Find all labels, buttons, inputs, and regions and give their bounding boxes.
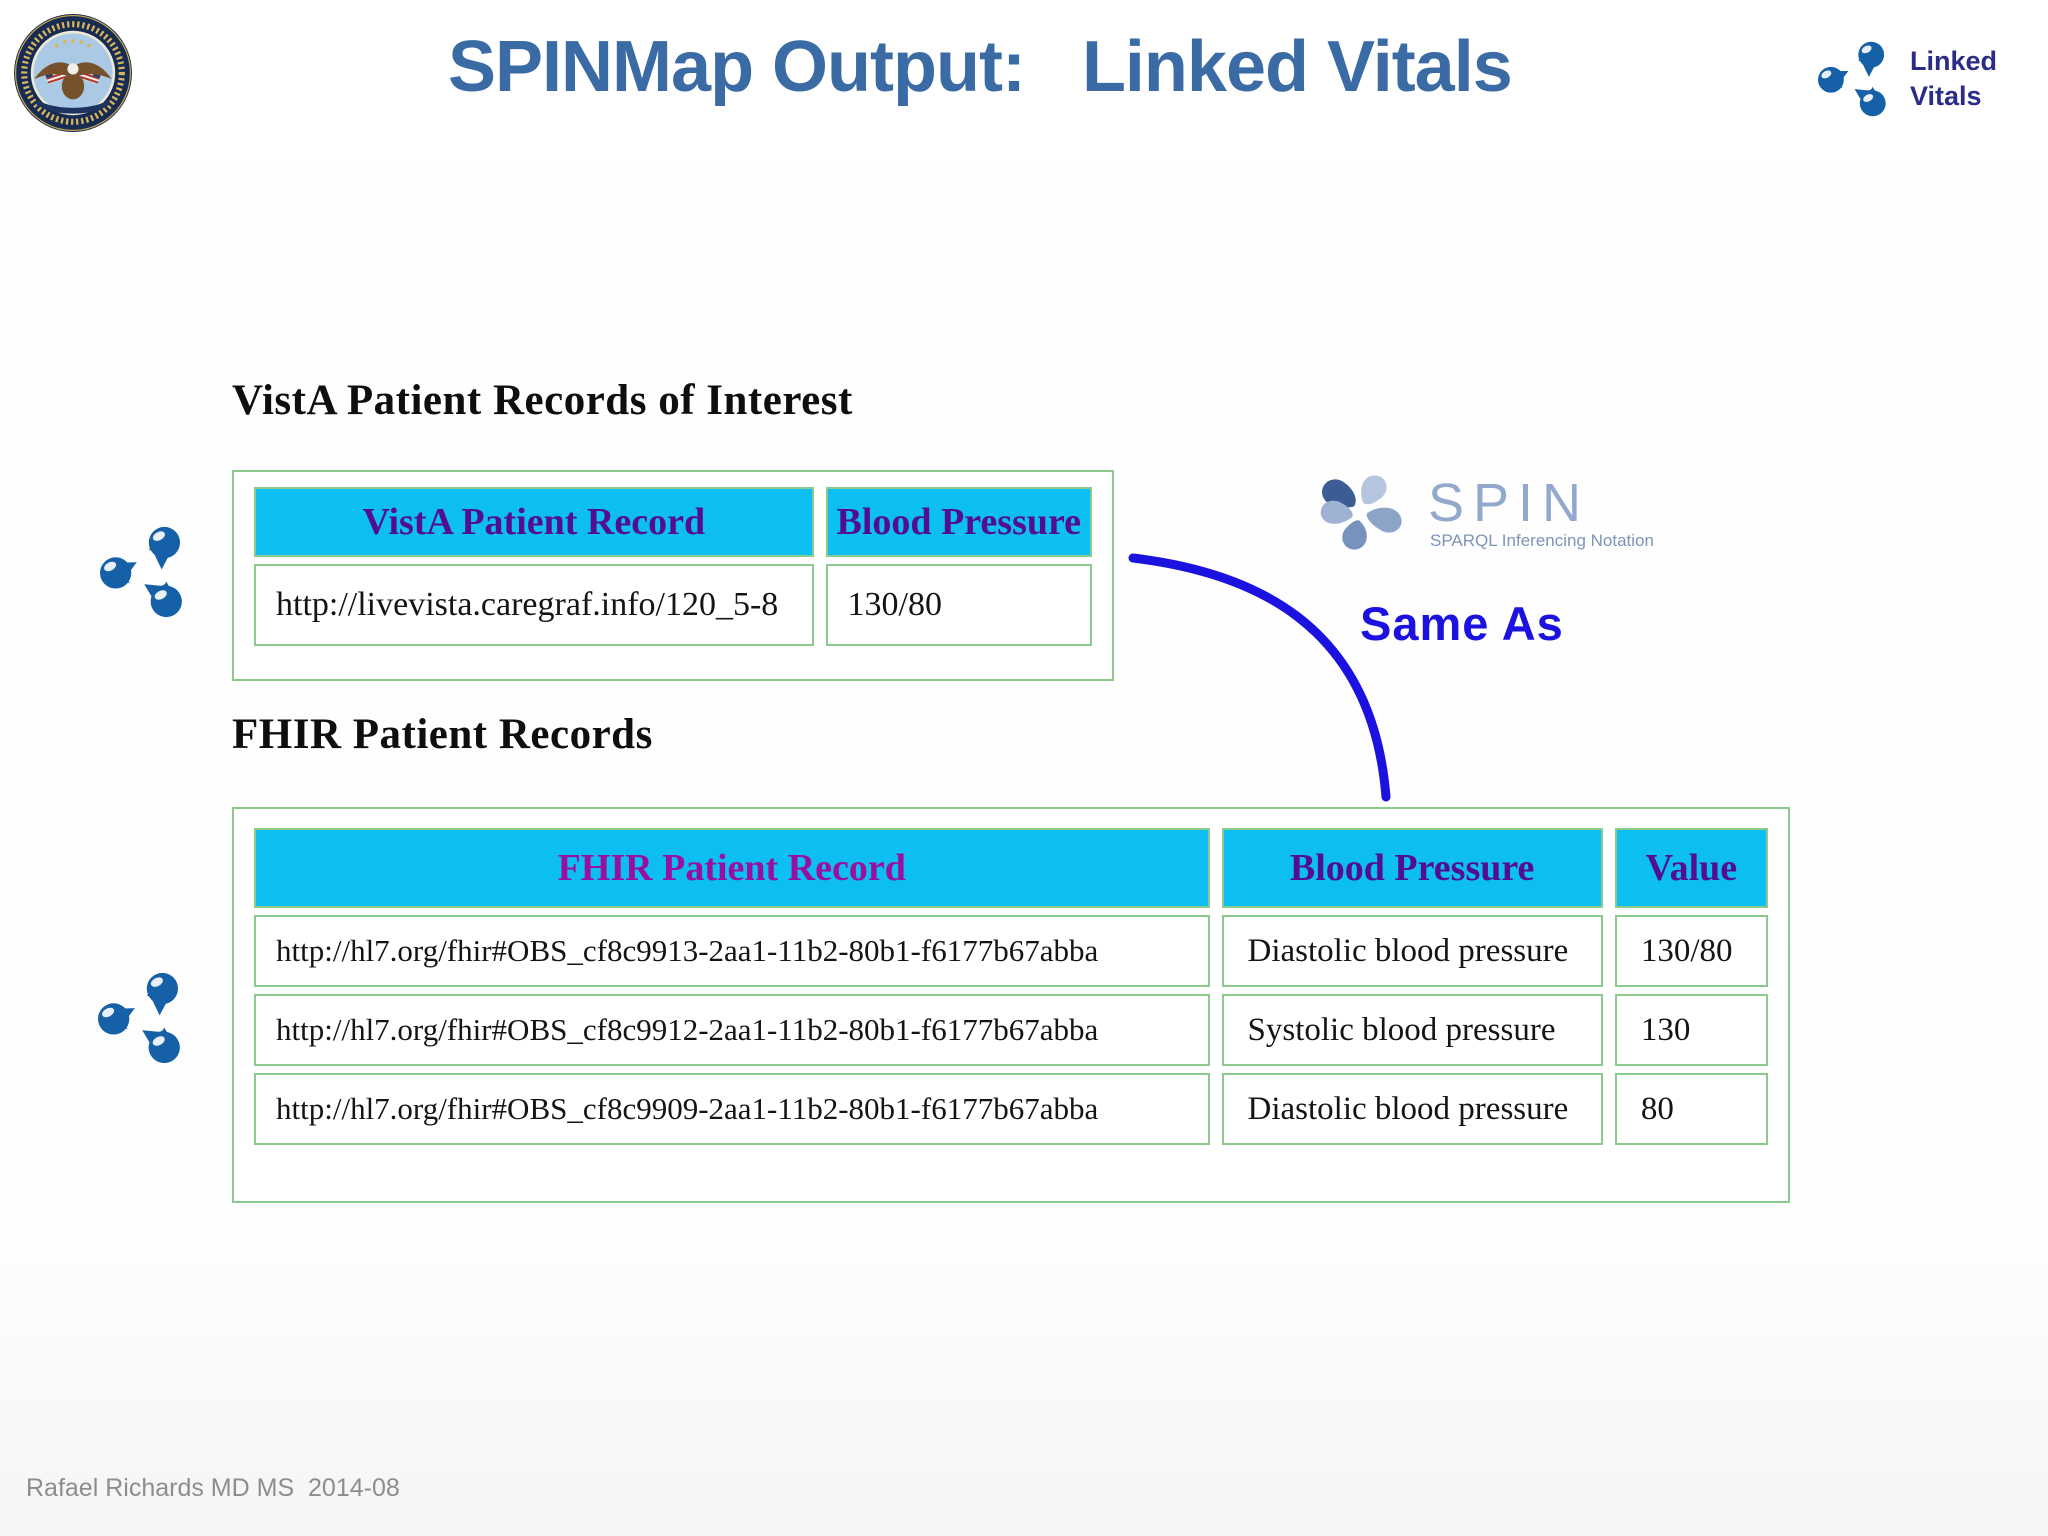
table-row: http://hl7.org/fhir#OBS_cf8c9913-2aa1-11… [254,915,1768,987]
va-seal-icon [14,14,132,132]
corner-logo-label-line1: Linked [1910,46,1998,76]
spin-wordmark: SPIN [1428,473,1591,533]
table-cell: 130 [1614,994,1768,1066]
table-cell: Diastolic blood pressure [1221,1073,1603,1145]
same-as-label: Same As [1360,597,1564,650]
linked-data-molecule-icon [98,972,180,1064]
footer-credit: Rafael Richards MD MS 2014-08 [26,1474,400,1502]
table-cell: 130/80 [825,564,1092,646]
column-header: Value [1614,828,1768,908]
column-header: FHIR Patient Record [254,828,1210,908]
table-cell: http://livevista.caregraf.info/120_5-8 [254,564,814,646]
vista-section-heading: VistA Patient Records of Interest [232,377,853,424]
table-cell: Diastolic blood pressure [1221,915,1603,987]
column-header: VistA Patient Record [254,487,814,557]
table-cell: 130/80 [1614,915,1768,987]
spin-subtitle: SPARQL Inferencing Notation [1430,531,1654,550]
table-row: http://hl7.org/fhir#OBS_cf8c9912-2aa1-11… [254,994,1768,1066]
table-cell: Systolic blood pressure [1221,994,1603,1066]
linked-data-molecule-icon [100,526,182,618]
column-header: Blood Pressure [1221,828,1603,908]
page-title: SPINMap Output: Linked Vitals [448,27,1513,107]
corner-logo-label-line2: Vitals [1910,81,1982,112]
spin-flower-icon [1320,475,1402,550]
table-cell: http://hl7.org/fhir#OBS_cf8c9909-2aa1-11… [254,1073,1210,1145]
table-cell: http://hl7.org/fhir#OBS_cf8c9912-2aa1-11… [254,994,1210,1066]
table-cell: http://hl7.org/fhir#OBS_cf8c9913-2aa1-11… [254,915,1210,987]
linked-data-molecule-icon [1818,41,1886,117]
column-header: Blood Pressure [825,487,1092,557]
table-row: http://hl7.org/fhir#OBS_cf8c9909-2aa1-11… [254,1073,1768,1145]
fhir-section-heading: FHIR Patient Records [232,711,653,758]
corner-logo-label: Linked Vitals [1910,44,1997,114]
table-cell: 80 [1614,1073,1768,1145]
